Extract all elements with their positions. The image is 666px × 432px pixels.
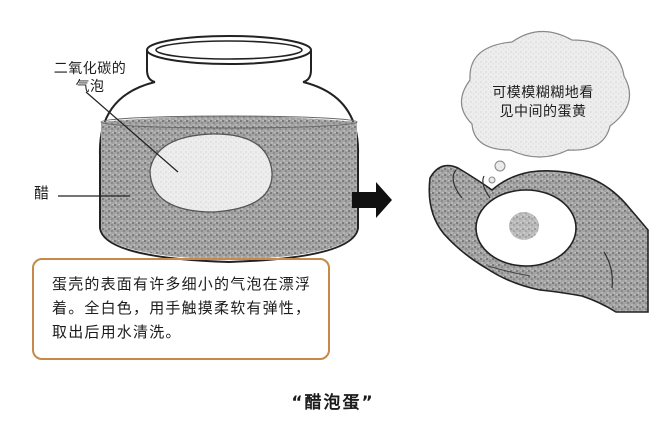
bubble-line1: 可模模糊糊地看 [492,85,594,101]
jar [98,35,360,264]
co2-label-line1: 二氧化碳的 [53,61,127,77]
yolk [509,212,539,240]
co2-bubbles-label: 二氧化碳的 气泡 [30,60,150,96]
jar-rim-inner [155,40,303,60]
thought-bubble-text: 可模模糊糊地看 见中间的蛋黄 [472,84,614,122]
co2-label-line2: 气泡 [75,79,105,95]
bubble-line2: 见中间的蛋黄 [499,104,587,120]
vinegar-label: 醋 [34,184,50,202]
thought-bubble [460,30,631,184]
arrow-right-icon [352,182,392,218]
liquid-surface [100,115,358,129]
egg-in-jar [149,133,273,213]
note-box: 蛋壳的表面有许多细小的气泡在漂浮着。全白色，用手触摸柔软有弹性，取出后用水清洗。 [32,258,330,360]
note-text: 蛋壳的表面有许多细小的气泡在漂浮着。全白色，用手触摸柔软有弹性，取出后用水清洗。 [52,275,312,341]
figure-title: “醋泡蛋” [291,393,375,413]
co2-leader-line [85,91,179,173]
